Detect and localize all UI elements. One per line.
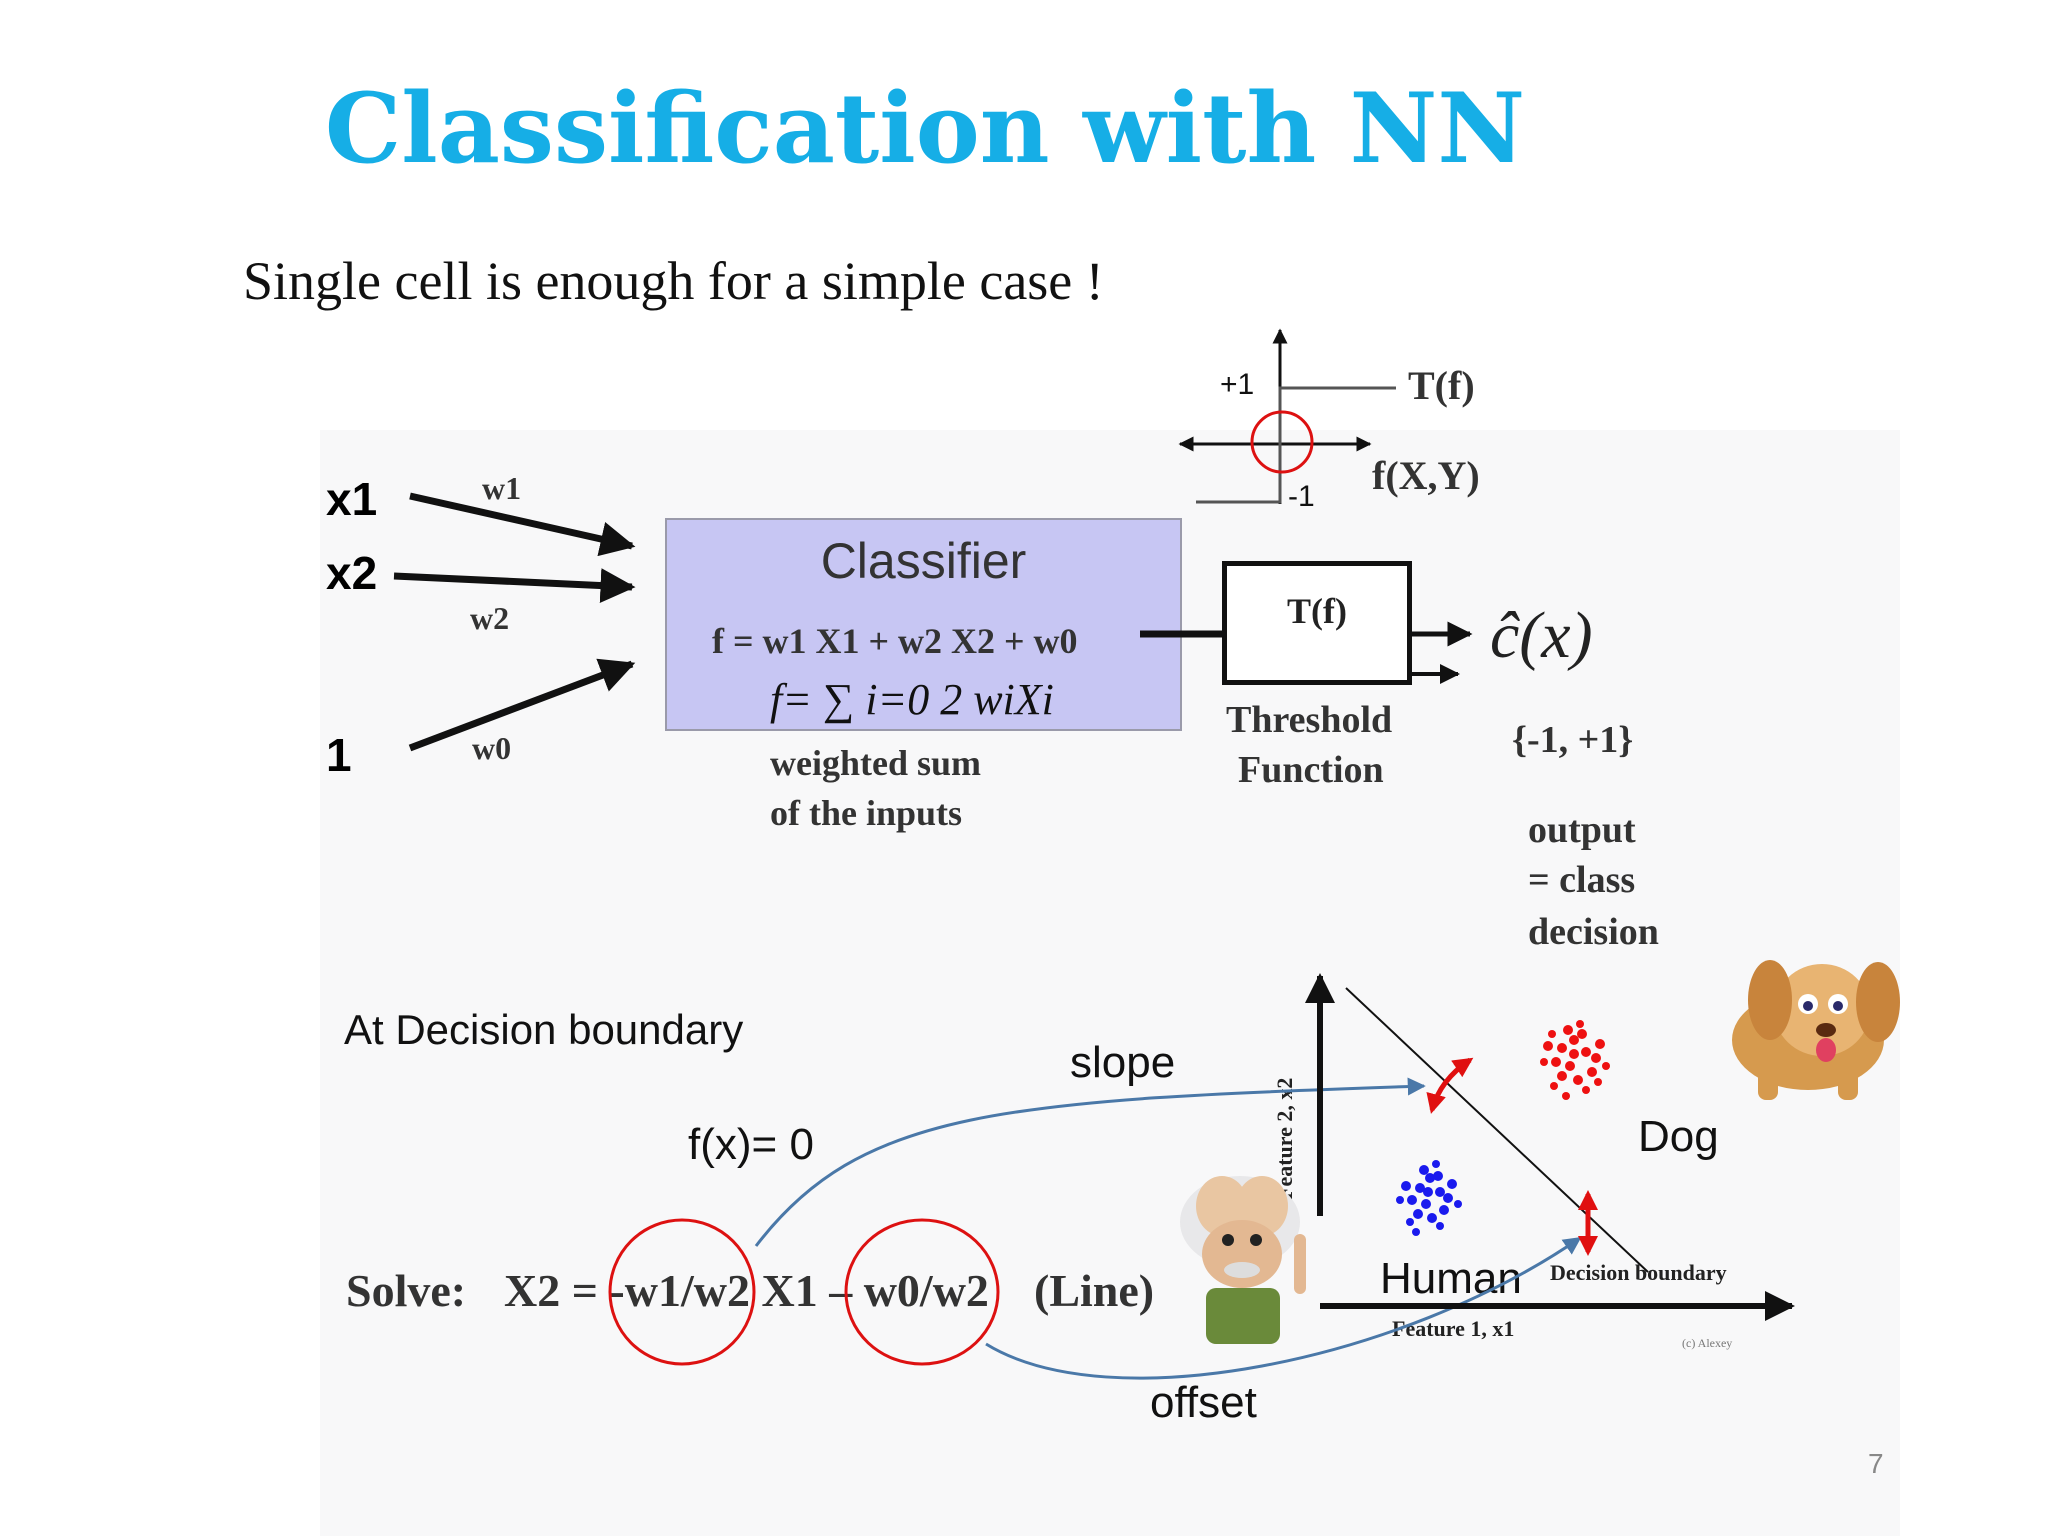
slope-label: slope bbox=[1070, 1038, 1176, 1087]
weighted-sum-label: weighted sum bbox=[770, 743, 982, 783]
dog-illustration bbox=[1732, 960, 1900, 1100]
page-number: 7 bbox=[1868, 1448, 1884, 1479]
scatter-x-axis-label: Feature 1, x1 bbox=[1392, 1316, 1515, 1341]
dog-label: Dog bbox=[1638, 1112, 1719, 1161]
threshold-minus-label: -1 bbox=[1288, 480, 1315, 513]
weighted-sum-label-2: of the inputs bbox=[770, 793, 963, 833]
classifier-title: Classifier bbox=[820, 533, 1027, 589]
decision-boundary-line bbox=[1345, 987, 1649, 1273]
input-arrow-bias bbox=[408, 658, 636, 752]
slide-title: Classification with NN bbox=[324, 72, 1526, 185]
threshold-curve-label: T(f) bbox=[1408, 363, 1475, 408]
class-label: = class bbox=[1528, 859, 1636, 901]
input-arrow-x1 bbox=[409, 492, 636, 557]
input-arrow-x2 bbox=[393, 568, 636, 604]
offset-connector bbox=[985, 1236, 1582, 1380]
classifier-formula: f = w1 X1 + w2 X2 + w0 bbox=[712, 621, 1078, 661]
threshold-box bbox=[1222, 561, 1412, 685]
threshold-axis-label: f(X,Y) bbox=[1372, 453, 1480, 498]
human-label: Human bbox=[1380, 1254, 1522, 1303]
sum-formula: f= ∑ i=0 2 wiXi bbox=[770, 675, 1054, 724]
threshold-highlight-circle bbox=[1250, 410, 1314, 474]
slide-subtitle: Single cell is enough for a simple case … bbox=[243, 251, 1104, 311]
weight-w1: w1 bbox=[482, 470, 522, 506]
offset-label: offset bbox=[1150, 1378, 1257, 1427]
dog-cluster bbox=[1540, 1020, 1610, 1100]
weight-w2: w2 bbox=[470, 600, 510, 636]
human-illustration bbox=[1180, 1176, 1306, 1344]
input-x1: x1 bbox=[326, 473, 378, 525]
solve-equation: X2 = -w1/w2 X1 – w0/w2 bbox=[504, 1265, 989, 1316]
threshold-step-curve bbox=[1196, 386, 1396, 504]
input-x2: x2 bbox=[326, 547, 378, 599]
threshold-box-label: T(f) bbox=[1287, 591, 1347, 631]
classifier-box bbox=[665, 518, 1182, 731]
slope-rotation-arrow bbox=[1426, 1057, 1474, 1114]
solve-suffix: (Line) bbox=[1034, 1265, 1155, 1316]
output-set: {-1, +1} bbox=[1512, 719, 1634, 761]
threshold-label: Threshold bbox=[1226, 699, 1393, 741]
human-cluster bbox=[1396, 1160, 1462, 1236]
slope-term-circle bbox=[608, 1218, 756, 1366]
fx-zero-label: f(x)= 0 bbox=[688, 1120, 814, 1169]
output-label: output bbox=[1528, 809, 1636, 851]
function-label: Function bbox=[1238, 749, 1384, 791]
decision-label: decision bbox=[1528, 911, 1659, 953]
weight-w0: w0 bbox=[472, 730, 512, 766]
output-symbol: ĉ(x) bbox=[1490, 599, 1593, 672]
boundary-heading: At Decision boundary bbox=[344, 1006, 744, 1053]
image-credit: (c) Alexey bbox=[1682, 1336, 1733, 1350]
solve-prefix: Solve: bbox=[346, 1265, 467, 1316]
threshold-plus-label: +1 bbox=[1220, 368, 1255, 401]
input-bias: 1 bbox=[326, 729, 352, 781]
offset-term-circle bbox=[844, 1218, 1000, 1366]
slope-connector bbox=[754, 1077, 1426, 1247]
